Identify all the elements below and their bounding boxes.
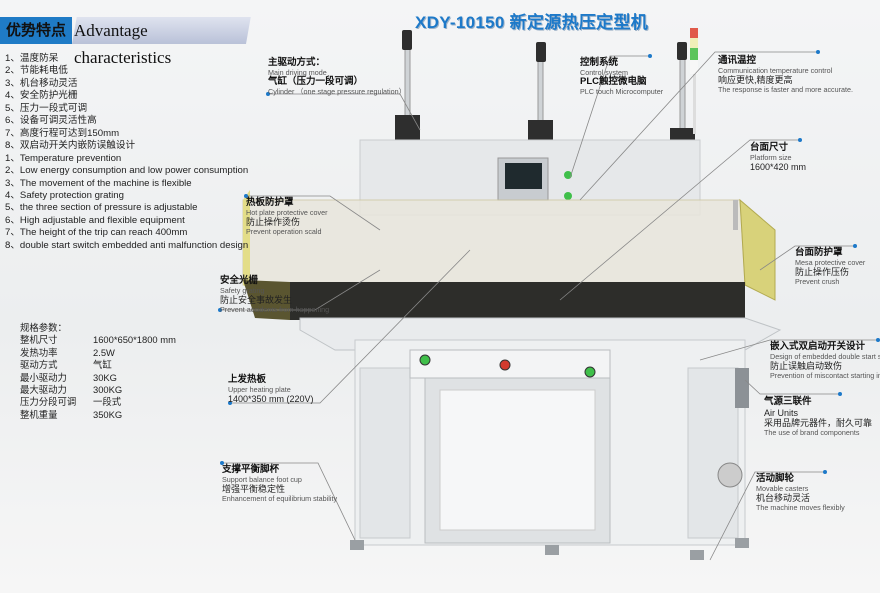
callout-main-drive: 主驱动方式： Main driving mode 气缸（压力一段可调） Cyli… xyxy=(268,57,406,97)
spec-row: 驱动方式 气缸 xyxy=(20,359,176,371)
spec-table: 规格参数： 整机尺寸 1600*650*1800 mm 发热功率 2.5W 驱动方式… xyxy=(20,322,176,421)
spec-row: 最小驱动力 30KG xyxy=(20,372,176,384)
list-item: 8、双启动开关内嵌防误触设计 xyxy=(5,140,136,152)
advantages-list: 1、温度防呆 2、节能耗电低 3、机台移动灵活 4、安全防护光栅 5、压力一段式… xyxy=(5,53,248,252)
callout-mesa-cover: 台面防护罩 Mesa protective cover 防止操作压伤 Preve… xyxy=(795,247,866,286)
control-button-icon xyxy=(564,192,572,200)
list-item: 1、Temperature prevention xyxy=(5,152,122,164)
start-button-left[interactable] xyxy=(419,354,431,366)
callout-upper-heating-plate: 上发热板 Upper heating plate 1400*350 mm (22… xyxy=(228,374,314,405)
spec-row: 整机尺寸 1600*650*1800 mm xyxy=(20,334,176,346)
list-item: 3、The movement of the machine is flexibl… xyxy=(5,177,192,189)
callout-casters: 活动脚轮 Movable casters 机台移动灵活 The machine … xyxy=(756,473,845,512)
spec-label: 压力分段可调 xyxy=(20,396,77,408)
list-item: 7、The height of the trip can reach 400mm xyxy=(5,227,188,239)
callout-control-system: 控制系统 Control system PLC触控微电脑 PLC touch M… xyxy=(580,57,664,97)
spec-value: 30KG xyxy=(93,371,117,383)
fan-icon xyxy=(717,462,743,488)
spec-label: 整机重量 xyxy=(20,408,58,420)
feet xyxy=(350,538,749,560)
side-mesh xyxy=(243,190,250,290)
spec-label: 最大驱动力 xyxy=(20,384,67,396)
spec-value: 一段式 xyxy=(93,396,122,408)
spec-label: 驱动方式 xyxy=(20,359,58,371)
callout-safety-grating: 安全光栅 Safety grating 防止安全事故发生 Prevent acc… xyxy=(220,275,330,314)
list-item: 4、Safety protection grating xyxy=(5,189,124,201)
advantages-banner: 优势特点 Advantage characteristics xyxy=(0,17,251,67)
callout-air-units: 气源三联件 Air Units 采用品牌元器件，耐久可靠 The use of … xyxy=(764,396,873,437)
start-button-right[interactable] xyxy=(584,366,596,378)
callout-double-start-switch: 嵌入式双启动开关设计 Design of embedded double sta… xyxy=(770,341,880,380)
spec-row: 最大驱动力 300KG xyxy=(20,384,176,396)
callout-platform-size: 台面尺寸 Platform size 1600*420 mm xyxy=(750,142,807,173)
spec-value: 300KG xyxy=(93,384,123,396)
callout-communication: 通讯温控 Communication temperature control 响… xyxy=(718,55,854,94)
list-item: 5、压力一段式可调 xyxy=(5,102,88,114)
spec-label: 整机尺寸 xyxy=(20,334,58,346)
spec-value: 气缸 xyxy=(93,359,112,371)
callout-hot-plate-cover: 热板防护罩 Hot plate protective cover 防止操作烫伤 … xyxy=(246,197,328,236)
list-item: 2、Low energy consumption and low power c… xyxy=(5,165,249,177)
list-item: 7、高度行程可达到150mm xyxy=(5,127,120,139)
spec-row: 整机重量 350KG xyxy=(20,409,176,421)
list-item: 5、the three section of pressure is adjus… xyxy=(5,202,198,214)
callout-foot-cup: 支撑平衡脚杯 Support balance foot cup 增强平衡稳定性 … xyxy=(222,464,338,503)
spec-row: 压力分段可调 一段式 xyxy=(20,396,176,408)
list-item: 6、设备可调灵活性高 xyxy=(5,115,97,127)
mesa-protective-mesh xyxy=(739,198,776,301)
list-item: 2、节能耗电低 xyxy=(5,65,68,77)
list-item: 8、double start switch embedded anti malf… xyxy=(5,239,249,251)
heating-chamber xyxy=(290,282,745,320)
page-title: XDY-10150 新定源热压定型机 xyxy=(415,13,649,32)
tower-light xyxy=(690,28,698,134)
list-item: 6、High adjustable and flexible equipment xyxy=(5,214,185,226)
callout-leader-lines xyxy=(220,51,878,561)
emergency-stop-button[interactable] xyxy=(499,359,511,371)
spec-label: 最小驱动力 xyxy=(20,371,67,383)
list-item: 4、安全防护光栅 xyxy=(5,90,78,102)
advantages-heading-cn: 优势特点 xyxy=(0,17,72,44)
spec-row: 发热功率 2.5W xyxy=(20,347,176,359)
list-item: 3、机台移动灵活 xyxy=(5,77,78,89)
spec-value: 350KG xyxy=(93,408,123,420)
spec-value: 1600*650*1800 mm xyxy=(93,334,176,346)
list-item: 1、温度防呆 xyxy=(5,53,59,64)
spec-value: 2.5W xyxy=(93,346,115,358)
spec-heading: 规格参数： xyxy=(20,322,67,333)
air-unit xyxy=(735,368,749,408)
plc-touchscreen xyxy=(505,163,542,189)
cylinder-caps xyxy=(395,30,695,150)
spec-label: 发热功率 xyxy=(20,346,58,358)
